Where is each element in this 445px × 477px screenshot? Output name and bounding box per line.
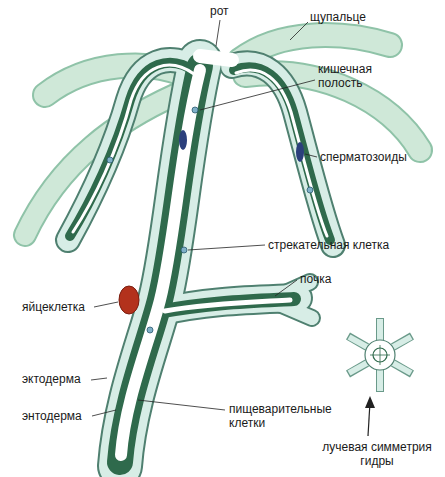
pale-tentacles	[25, 35, 420, 235]
egg-cell	[119, 286, 139, 314]
radial-symmetry-symbol	[348, 318, 412, 436]
sperm-clusters	[179, 130, 304, 162]
hydra-body	[68, 56, 333, 466]
leader-lines	[91, 20, 317, 416]
ectoderm-label: эктодерма	[22, 372, 81, 386]
bud-label: почка	[300, 272, 331, 286]
mouth-label: рот	[210, 4, 229, 18]
endoderm-label: энтодерма	[22, 409, 82, 423]
stinging-cell-label: стрекательная клетка	[268, 238, 389, 252]
cavity-label: кишечная полость	[318, 62, 390, 90]
digestive-cells-label: пищеварительные клетки	[229, 402, 329, 430]
stinging-cells	[107, 107, 313, 333]
tentacle-label: щупальце	[310, 10, 366, 24]
symmetry-label: лучевая симметрия гидры	[316, 440, 438, 468]
sperm-label: сперматозоиды	[320, 150, 407, 164]
egg-label: яйцеклетка	[22, 300, 85, 314]
